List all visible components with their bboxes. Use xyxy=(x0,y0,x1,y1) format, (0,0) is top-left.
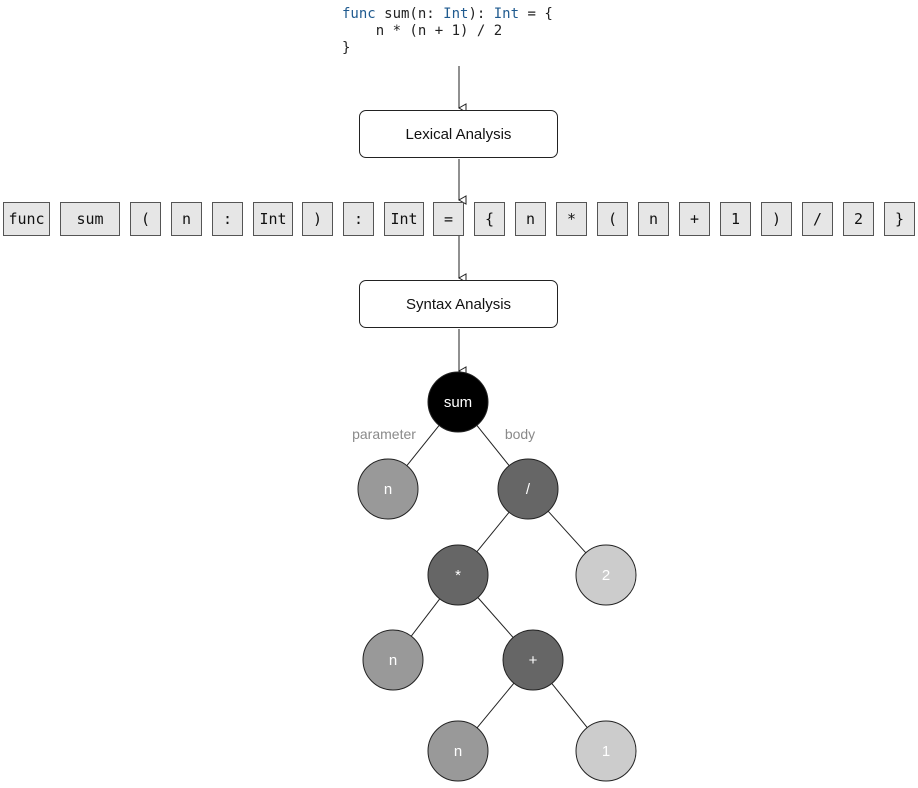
edge-label-parameter: parameter xyxy=(352,426,416,442)
tree-node-circle xyxy=(427,720,489,782)
token: Int xyxy=(253,202,293,236)
tree-node-plus-n: n xyxy=(427,720,489,782)
tree-node-label: sum xyxy=(444,394,472,411)
token: n xyxy=(638,202,669,236)
tree-node-label: n xyxy=(384,481,392,498)
token: Int xyxy=(384,202,424,236)
tree-node-circle xyxy=(575,720,637,782)
token: func xyxy=(3,202,50,236)
tree-edge-plus-plus-n xyxy=(476,682,515,729)
token: { xyxy=(474,202,505,236)
code-keyword-func: func xyxy=(342,6,376,22)
tree-node-circle xyxy=(362,629,424,691)
token: * xyxy=(556,202,587,236)
token: = xyxy=(433,202,464,236)
lexical-analysis-box: Lexical Analysis xyxy=(359,110,558,158)
token: 1 xyxy=(720,202,751,236)
tree-edge-div-two xyxy=(547,510,587,554)
tree-node-circle xyxy=(502,629,564,691)
tree-node-one: 1 xyxy=(575,720,637,782)
code-line-close: } xyxy=(342,40,351,56)
token: : xyxy=(212,202,243,236)
source-code: func sum(n: Int): Int = { n * (n + 1) / … xyxy=(342,6,553,56)
tree-node-circle xyxy=(575,544,637,606)
token: ( xyxy=(130,202,161,236)
tree-node-circle xyxy=(357,458,419,520)
token: ( xyxy=(597,202,628,236)
tree-edge-mul-mul-n xyxy=(410,598,441,637)
tree-node-label: + xyxy=(529,652,538,669)
token: 2 xyxy=(843,202,874,236)
tree-edges xyxy=(406,425,588,729)
lexical-analysis-label: Lexical Analysis xyxy=(405,125,512,143)
tree-node-mul-n: n xyxy=(362,629,424,691)
code-line-body: n * (n + 1) / 2 xyxy=(342,23,503,39)
tree-node-two: 2 xyxy=(575,544,637,606)
token: / xyxy=(802,202,833,236)
token: ) xyxy=(302,202,333,236)
syntax-analysis-label: Syntax Analysis xyxy=(405,295,512,313)
tree-node-param-n: n xyxy=(357,458,419,520)
tree-node-label: 1 xyxy=(602,743,610,760)
tree-edge-sum-param-n xyxy=(406,425,440,466)
tree-node-sum: sum xyxy=(427,371,489,433)
tree-nodes: sum n / * 2 n + n 1 xyxy=(357,371,637,782)
token: + xyxy=(679,202,710,236)
token: : xyxy=(343,202,374,236)
tree-node-circle xyxy=(427,544,489,606)
tree-edge-plus-one xyxy=(551,683,588,728)
token: n xyxy=(515,202,546,236)
token: } xyxy=(884,202,915,236)
tree-edge-sum-div xyxy=(476,425,510,466)
syntax-analysis-box: Syntax Analysis xyxy=(359,280,558,328)
tree-node-label: * xyxy=(455,567,461,584)
tree-node-plus: + xyxy=(502,629,564,691)
token: ) xyxy=(761,202,792,236)
tree-node-circle xyxy=(427,371,489,433)
tree-node-label: n xyxy=(389,652,397,669)
tree-node-circle xyxy=(497,458,559,520)
tree-node-label: n xyxy=(454,743,462,760)
tree-node-label: 2 xyxy=(602,567,610,584)
token: n xyxy=(171,202,202,236)
tree-node-label: / xyxy=(526,481,531,498)
tree-edge-mul-plus xyxy=(477,597,514,638)
token: sum xyxy=(60,202,120,236)
tree-node-mul: * xyxy=(427,544,489,606)
edge-label-body: body xyxy=(505,426,535,442)
tree-node-div: / xyxy=(497,458,559,520)
tree-edge-div-mul xyxy=(476,511,510,553)
